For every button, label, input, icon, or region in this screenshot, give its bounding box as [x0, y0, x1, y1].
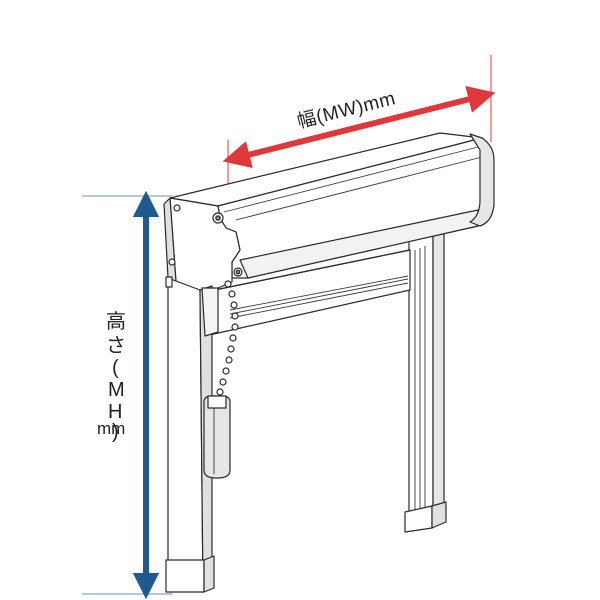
height-label-char-2: さ — [106, 335, 126, 357]
height-label-char-5: H — [108, 401, 122, 423]
height-label-char-3: ( — [112, 357, 119, 379]
height-label-char-6: ) — [112, 421, 119, 443]
right-guide-rail — [404, 227, 447, 533]
screen-mesh — [204, 249, 411, 337]
height-dimension: 高 さ ( M H ) mm — [97, 190, 160, 600]
pull-chain — [203, 280, 239, 479]
height-label-char-4: M — [108, 379, 125, 401]
width-arrow — [222, 85, 496, 169]
height-label-char-7: mm — [97, 419, 125, 438]
height-label-char-1: 高 — [106, 310, 126, 333]
width-label: 幅(MW)mm — [295, 87, 398, 133]
